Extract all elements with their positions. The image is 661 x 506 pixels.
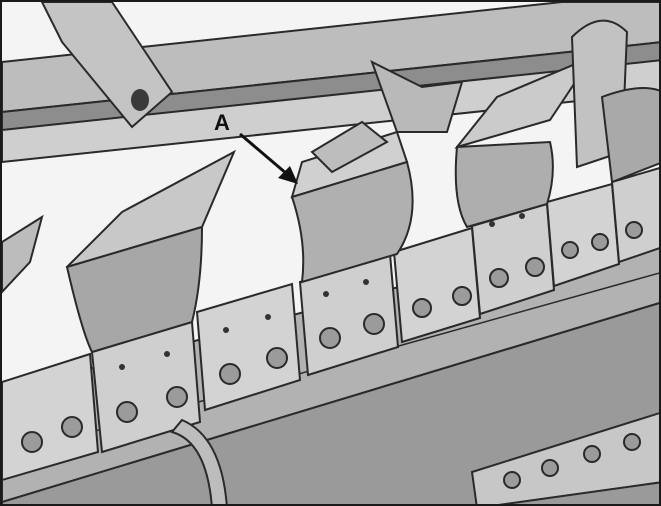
guard-paddle: [65, 149, 237, 354]
guard-paddle: [2, 214, 44, 294]
guard-paddle: [370, 59, 464, 133]
chain-link: [392, 226, 482, 344]
return-chain: [170, 412, 659, 504]
callout-label-a: A: [214, 110, 230, 135]
chain-links: [2, 167, 659, 482]
guard-paddle: [570, 19, 659, 184]
callout-arrow: [239, 132, 298, 184]
pivot-arm: [40, 2, 174, 129]
chain-link: [545, 182, 621, 288]
pivot-hole: [131, 89, 149, 111]
chain-link: [470, 202, 556, 316]
chain-link: [298, 252, 400, 377]
guard-paddle: [454, 54, 595, 229]
chain-link: [2, 352, 100, 482]
chain-link: [610, 167, 659, 264]
chain-link: [195, 282, 302, 412]
chain-link: [90, 320, 202, 454]
guard-paddle-a: [290, 120, 414, 284]
guard-paddles: [2, 19, 659, 354]
